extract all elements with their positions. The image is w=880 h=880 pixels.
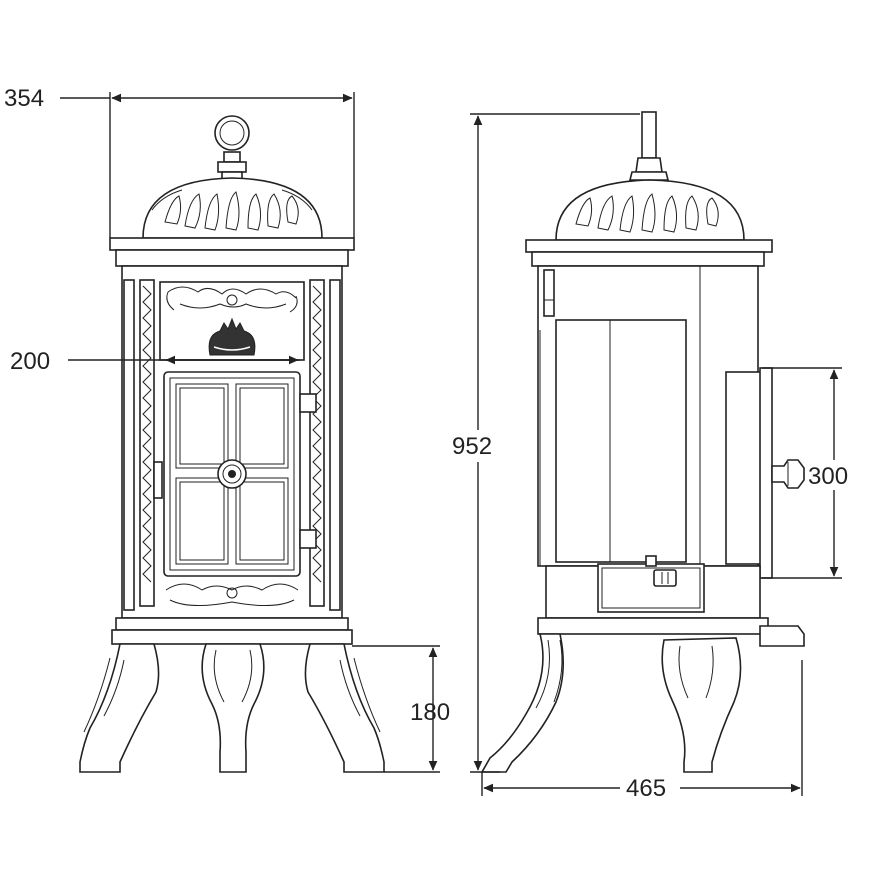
- side-leg-right: [661, 637, 742, 773]
- front-view: 354 200 180: [4, 85, 450, 773]
- ash-drawer: [597, 563, 705, 613]
- front-leg-right: [304, 643, 385, 773]
- front-leg-left: [79, 643, 160, 773]
- crown-emblem-icon: [208, 317, 256, 356]
- flue-pipe: [641, 111, 657, 159]
- dome: [142, 177, 323, 239]
- dim-total-height: 952: [452, 433, 492, 460]
- dim-door-width: 200: [10, 348, 50, 375]
- side-leg-left: [480, 633, 564, 773]
- finial-ring: [214, 115, 250, 151]
- side-dome: [555, 179, 745, 241]
- front-leg-center: [201, 643, 265, 773]
- dim-leg-height: 180: [410, 699, 450, 726]
- side-view: 952 300 465: [448, 111, 858, 802]
- dim-side-door-height: 300: [808, 463, 848, 490]
- dim-width-front: 354: [4, 85, 44, 112]
- side-door: [725, 371, 763, 565]
- dim-depth: 465: [626, 775, 666, 802]
